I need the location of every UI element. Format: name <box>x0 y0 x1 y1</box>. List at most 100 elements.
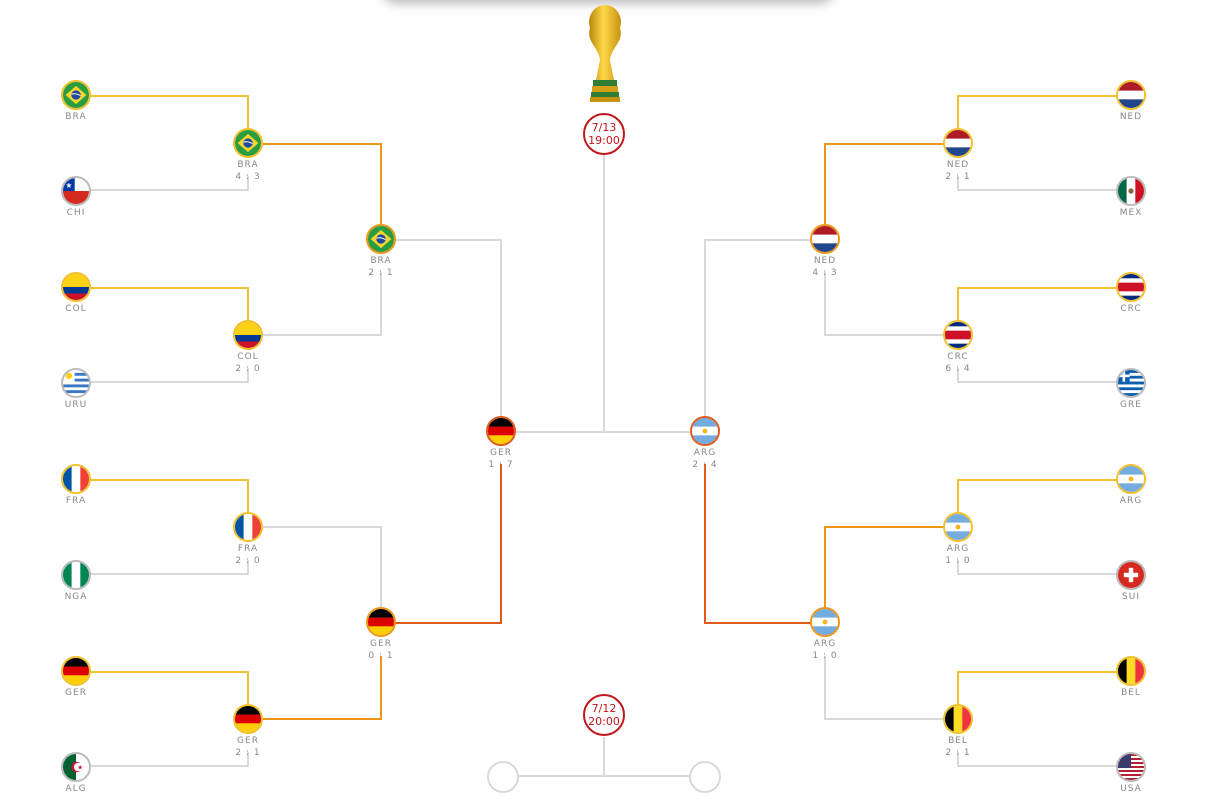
team-code: CRC <box>947 352 969 362</box>
flag-nga-icon[interactable] <box>61 560 91 590</box>
flag-chi-icon[interactable]: ★ <box>61 176 91 206</box>
line-ned-sf <box>824 143 958 224</box>
team-code: BRA <box>65 112 87 122</box>
line-gre-qf <box>957 368 1131 383</box>
flag-ger-icon[interactable] <box>486 416 516 446</box>
line-arg-sf <box>824 526 958 608</box>
team-node-usa: USA <box>1081 752 1181 796</box>
qf-node-ned: NED 2 : 1 <box>908 128 1008 183</box>
final-node-arg: ARG 2 : 4 <box>655 416 755 471</box>
svg-text:★: ★ <box>65 181 72 190</box>
flag-ned-icon[interactable] <box>943 128 973 158</box>
flag-arg-icon[interactable] <box>1116 464 1146 494</box>
line-chi-qf <box>76 176 249 191</box>
team-code: NED <box>813 256 837 266</box>
team-code: GRE <box>1120 400 1142 410</box>
team-code: SUI <box>1122 592 1140 602</box>
line-fra-sf <box>248 526 382 608</box>
team-code: NGA <box>64 592 88 602</box>
flag-bra-icon[interactable] <box>61 80 91 110</box>
match-score: 2 : 0 <box>235 364 261 374</box>
flag-bel-icon[interactable] <box>943 704 973 734</box>
match-score: 6 : 4 <box>945 364 971 374</box>
flag-ger-icon[interactable] <box>61 656 91 686</box>
match-score: 2 : 1 <box>945 172 971 182</box>
team-code: ARG <box>813 639 837 649</box>
team-code: BRA <box>237 160 259 170</box>
flag-gre-icon[interactable] <box>1116 368 1146 398</box>
team-code: COL <box>65 304 87 314</box>
qf-node-crc: CRC 6 : 4 <box>908 320 1008 375</box>
team-code: ARG <box>946 544 970 554</box>
flag-crc-icon[interactable] <box>1116 272 1146 302</box>
flag-fra-icon[interactable] <box>233 512 263 542</box>
flag-ned-icon[interactable] <box>1116 80 1146 110</box>
match-score: 1 : 7 <box>488 460 514 470</box>
third-place-slot-left <box>487 761 519 793</box>
team-code: GER <box>237 736 259 746</box>
flag-bra-icon[interactable] <box>366 224 396 254</box>
flag-sui-icon[interactable] <box>1116 560 1146 590</box>
team-node-arg: ARG <box>1081 464 1181 508</box>
team-node-fra: FRA <box>26 464 126 508</box>
flag-col-icon[interactable] <box>61 272 91 302</box>
flag-bra-icon[interactable] <box>233 128 263 158</box>
line-arg-final <box>704 464 825 624</box>
line-bra-qf <box>76 95 249 128</box>
team-node-sui: SUI <box>1081 560 1181 604</box>
flag-col-icon[interactable] <box>233 320 263 350</box>
team-node-crc: CRC <box>1081 272 1181 316</box>
team-code: CRC <box>1120 304 1142 314</box>
team-code: BEL <box>948 736 968 746</box>
flag-ned-icon[interactable] <box>810 224 840 254</box>
flag-fra-icon[interactable] <box>61 464 91 494</box>
line-col-sf <box>248 272 382 336</box>
line-alg-qf <box>76 752 249 767</box>
match-score: 2 : 1 <box>235 748 261 758</box>
team-code: NED <box>946 160 970 170</box>
team-node-uru: URU <box>26 368 126 412</box>
qf-node-arg: ARG 1 : 0 <box>908 512 1008 567</box>
team-node-mex: MEX <box>1081 176 1181 220</box>
team-code: GER <box>490 448 512 458</box>
team-code: USA <box>1120 784 1142 794</box>
line-arg-qf <box>957 479 1131 512</box>
sf-node-ned: NED 4 : 3 <box>775 224 875 279</box>
line-col-qf <box>76 287 249 320</box>
flag-mex-icon[interactable] <box>1116 176 1146 206</box>
flag-ger-icon[interactable] <box>233 704 263 734</box>
flag-ger-icon[interactable] <box>366 607 396 637</box>
qf-node-bel: BEL 2 : 1 <box>908 704 1008 759</box>
team-code: FRA <box>237 544 259 554</box>
flag-bel-icon[interactable] <box>1116 656 1146 686</box>
flag-arg-icon[interactable] <box>690 416 720 446</box>
final-match-badge[interactable]: 7/13 19:00 <box>583 113 625 155</box>
team-code: BEL <box>1121 688 1141 698</box>
match-score: 4 : 3 <box>812 268 838 278</box>
flag-uru-icon[interactable] <box>61 368 91 398</box>
line-fra-qf <box>76 479 249 512</box>
flag-alg-icon[interactable]: ★ <box>61 752 91 782</box>
world-cup-trophy-icon <box>589 5 621 102</box>
team-code: NED <box>1119 112 1143 122</box>
team-node-bel: BEL <box>1081 656 1181 700</box>
qf-node-col: COL 2 : 0 <box>198 320 298 375</box>
team-code: GER <box>370 639 392 649</box>
team-node-col: COL <box>26 272 126 316</box>
team-code: ARG <box>693 448 717 458</box>
team-code: FRA <box>65 496 87 506</box>
line-ger-final <box>381 464 502 624</box>
team-node-ger: GER <box>26 656 126 700</box>
flag-arg-icon[interactable] <box>810 607 840 637</box>
line-sui-qf <box>957 560 1131 575</box>
flag-crc-icon[interactable] <box>943 320 973 350</box>
sf-node-arg: ARG 1 : 0 <box>775 607 875 662</box>
match-score: 4 : 3 <box>235 172 261 182</box>
team-code: URU <box>64 400 88 410</box>
third-place-match-badge[interactable]: 7/12 20:00 <box>583 694 625 736</box>
flag-usa-icon[interactable] <box>1116 752 1146 782</box>
team-node-gre: GRE <box>1081 368 1181 412</box>
flag-arg-icon[interactable] <box>943 512 973 542</box>
line-ger-qf <box>76 671 249 704</box>
